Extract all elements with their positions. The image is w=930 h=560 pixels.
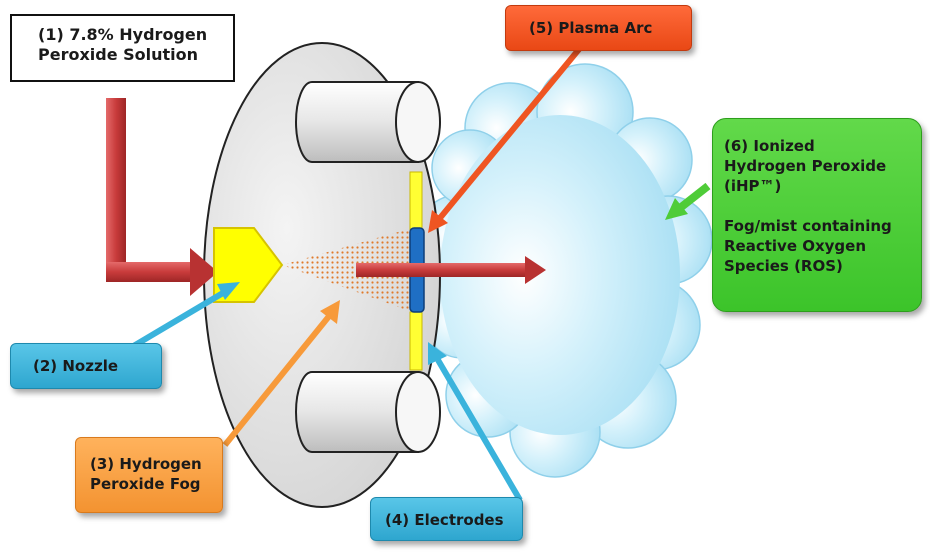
ionized-label-line4: Fog/mist containing [724,217,892,235]
plasma-arc-callout-arrow [428,46,583,233]
upper-cylinder [295,81,441,163]
solution-label-line1: (1) 7.8% Hydrogen [38,25,208,44]
plasma-arc-label-text: (5) Plasma Arc [529,19,653,37]
ionized-label-line1: (6) Ionized [724,137,815,155]
fog-callout-arrow [222,300,340,447]
electrodes-label-text: (4) Electrodes [385,511,504,529]
nozzle-label: (2) Nozzle [10,343,162,389]
lower-electrode [409,311,423,371]
hydrogen-peroxide-fog-spray [282,228,412,312]
plasma-arc-label: (5) Plasma Arc [505,5,692,51]
hydrogen-peroxide-solution-label: (1) 7.8% Hydrogen Peroxide Solution [10,14,235,82]
electrodes-label: (4) Electrodes [370,497,523,541]
hydrogen-peroxide-fog-label: (3) Hydrogen Peroxide Fog [75,437,223,513]
outflow-arrow [356,256,546,284]
ionized-label-line6: Species (ROS) [724,257,843,275]
fog-label-line1: (3) Hydrogen [90,455,202,473]
ionized-callout-arrow [665,182,711,220]
ionized-hydrogen-peroxide-label: (6) Ionized Hydrogen Peroxide (iHP™) Fog… [712,118,922,312]
lower-cylinder [295,371,441,453]
fog-label-line2: Peroxide Fog [90,475,201,493]
ionized-label-line3: (iHP™) [724,177,782,195]
upper-electrode [409,171,423,231]
solution-label-line2: Peroxide Solution [38,45,199,64]
nozzle-label-text: (2) Nozzle [33,357,119,375]
ionized-label-line2: Hydrogen Peroxide [724,157,887,175]
electrodes-callout-arrow [428,342,523,502]
ionized-label-line5: Reactive Oxygen [724,237,867,255]
solution-feed-arrow [106,98,218,296]
ionized-fog-cloud [417,63,713,478]
